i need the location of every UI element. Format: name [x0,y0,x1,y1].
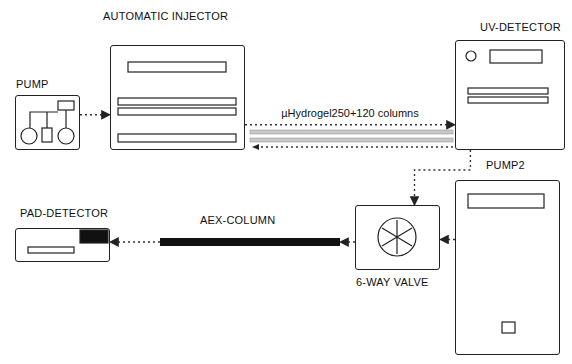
flow-arrowhead [252,144,259,150]
injector-tray [118,108,236,115]
column-bar: AEX-COLUMN [160,238,340,246]
pump-tubing [30,110,66,128]
detector-knob [466,51,476,61]
detector-keys [468,97,548,103]
valve-rotor [378,218,416,256]
instrument-label: PUMP [16,78,49,90]
flow-connector [340,241,355,242]
instrument-label: PUMP2 [486,159,525,171]
pump-box: PUMP [15,95,80,150]
column-tube [250,130,453,134]
pump-switch [502,322,515,333]
instrument-label: UV-DETECTOR [480,21,561,33]
detector-keys [468,88,548,94]
injector-display [128,62,226,72]
column-tube [250,138,453,142]
return-flow [258,146,453,147]
detector-box: UV-DETECTOR [455,40,565,150]
valve-ports [382,220,412,254]
instrument-label: 6-WAY VALVE [356,276,429,288]
pump-part [42,128,52,142]
flow-connector [245,124,455,125]
flow-connector [440,239,455,240]
detector-display [490,50,542,63]
detector-panel [28,247,74,253]
flow-connector [110,241,160,242]
pump-display [58,101,74,110]
pump-head [21,128,37,144]
valve-box: 6-WAY VALVE [355,205,440,270]
flow-connector [80,114,110,115]
detector-cell [80,230,108,243]
pump-box: PUMP2 [455,180,560,355]
flow-connector [415,150,471,205]
injector-tray [118,134,236,142]
column-label: µHydrogel250+120 columns [279,107,421,119]
injector-tray [118,98,236,105]
instrument-label: PAD-DETECTOR [20,207,108,219]
instrument-label: AUTOMATIC INJECTOR [103,10,228,22]
pump-display [468,194,544,208]
pump-head [58,128,74,144]
injector-box: AUTOMATIC INJECTOR [110,45,245,150]
instrument-label: AEX-COLUMN [200,214,275,226]
detector-box: PAD-DETECTOR [15,228,110,262]
